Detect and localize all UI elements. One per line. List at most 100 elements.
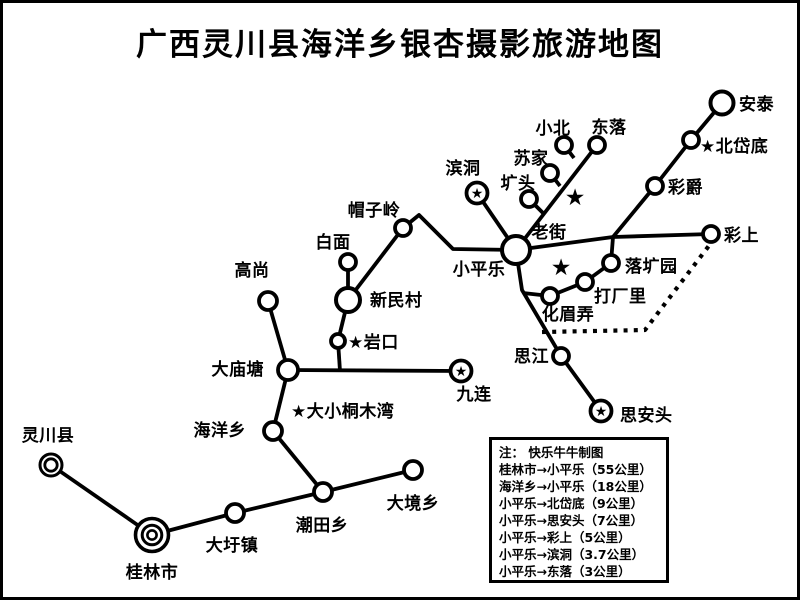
node-xinmincun [334, 286, 362, 314]
road-chaotian-haiyang [271, 429, 325, 494]
village-marker [500, 234, 532, 266]
node-chaotian [312, 481, 334, 503]
node-beidaidi [681, 130, 701, 150]
label-laojie: 老街 [531, 222, 567, 243]
node-dongluo [587, 135, 607, 155]
legend-line: 小平乐→彩上（5公里） [499, 530, 631, 545]
road-daxu-chaotian [234, 490, 324, 515]
label-caishang: 彩上 [723, 226, 759, 246]
road-xiaopingle-dongluo [514, 143, 599, 252]
village-marker [575, 272, 595, 292]
legend-box: 注： 快乐牛牛制图 桂林市→小平乐（55公里） 海洋乡→小平乐（18公里） 小平乐→… [489, 437, 669, 583]
label-maoziling: 帽子岭 [348, 200, 401, 221]
village-marker [551, 346, 571, 366]
label-haiyang: 海洋乡 [194, 420, 247, 441]
road-maoziling-xiaopingle [401, 213, 517, 252]
county-marker-inner [43, 457, 59, 473]
label-bindong: 滨洞 [446, 158, 481, 179]
legend-line: 小平乐→思安头（7公里） [499, 513, 644, 528]
label-baimian: 白面 [316, 232, 351, 253]
label-tongmuwan: ★大小桐木湾 [291, 401, 394, 422]
star-in-circle-icon: ★ [471, 186, 484, 202]
village-marker [334, 286, 362, 314]
page-title: 广西灵川县海洋乡银杏摄影旅游地图 [136, 27, 664, 63]
road-xinmincun-maoziling [346, 226, 405, 302]
node-jiulian: ★ [448, 358, 474, 384]
node-damiaotang [276, 358, 300, 382]
star-in-circle-icon: ★ [455, 364, 468, 380]
village-marker [708, 89, 736, 117]
village-marker [257, 290, 279, 312]
scenic-marker [448, 358, 474, 384]
label-beidaidi: ★北岱底 [700, 136, 768, 157]
village-marker [681, 130, 701, 150]
label-luokuangyuan: 落圹园 [625, 256, 678, 277]
legend-note: 注： 快乐牛牛制图 [499, 445, 604, 460]
ginkgo-star-laojie-icon: ★ [565, 185, 586, 211]
label-dongluo: 东落 [592, 117, 627, 138]
scenic-marker [588, 398, 614, 424]
node-daxu [224, 502, 246, 524]
scenic-marker [464, 180, 490, 206]
label-caijue: 彩爵 [667, 177, 703, 198]
label-sujia: 苏家 [514, 148, 549, 169]
village-marker [338, 252, 358, 272]
label-yankou: ★岩口 [348, 332, 399, 353]
node-antai [708, 89, 736, 117]
legend-line: 桂林市→小平乐（55公里） [499, 462, 652, 477]
road-damiaotang-gaoshang [266, 300, 290, 371]
ginkgo-star-xiaopingle-icon: ★ [551, 255, 572, 281]
node-sijiang [551, 346, 571, 366]
label-huameinong: 化眉弄 [542, 304, 595, 325]
node-huameinong [540, 286, 560, 306]
node-haiyang [262, 420, 284, 442]
node-maoziling [393, 218, 413, 238]
village-marker [587, 135, 607, 155]
node-caijue [645, 176, 665, 196]
label-siantou: 思安头 [620, 405, 673, 426]
node-dajing [402, 459, 424, 481]
label-chaotian: 潮田乡 [296, 515, 349, 536]
village-marker [329, 332, 347, 350]
village-marker [402, 459, 424, 481]
legend-distance-list: 桂林市→小平乐（55公里） 海洋乡→小平乐（18公里） 小平乐→北岱底（9公里） 小平… [499, 461, 666, 580]
label-kuangtou: 圹头 [501, 173, 536, 194]
label-lingchuan: 灵川县 [22, 426, 75, 446]
legend-line: 小平乐→北岱底（9公里） [499, 496, 644, 511]
label-jiulian: 九连 [456, 384, 492, 405]
node-guilin [133, 516, 171, 554]
node-sujia [540, 163, 560, 183]
legend-line: 海洋乡→小平乐（18公里） [499, 479, 652, 494]
village-marker [393, 218, 413, 238]
node-baimian [338, 252, 358, 272]
node-siantou: ★ [588, 398, 614, 424]
label-daxu: 大圩镇 [206, 535, 259, 556]
village-marker [519, 189, 539, 209]
node-xiaopingle [500, 234, 532, 266]
label-antai: 安泰 [739, 94, 774, 115]
village-marker [601, 253, 621, 273]
label-guilin: 桂林市 [125, 562, 179, 583]
label-damiaotang: 大庙塘 [212, 359, 265, 380]
node-kuangtou [519, 189, 539, 209]
road-chaotian-dajing [322, 468, 414, 494]
node-xiaobei [554, 135, 574, 155]
village-marker [262, 420, 284, 442]
node-bindong: ★ [464, 180, 490, 206]
road-damiaotang-jiulian [287, 368, 462, 373]
village-marker [540, 286, 560, 306]
village-marker [701, 224, 721, 244]
node-caishang [701, 224, 721, 244]
node-lingchuan [38, 452, 64, 478]
legend-line: 小平乐→东落（3公里） [499, 564, 631, 579]
village-marker [554, 135, 574, 155]
star-in-circle-icon: ★ [595, 404, 608, 420]
road-trail-caishang [541, 241, 713, 335]
label-dajing: 大境乡 [387, 493, 440, 514]
node-yankou [329, 332, 347, 350]
village-marker [540, 163, 560, 183]
label-dachangli: 打厂里 [594, 286, 647, 307]
road-lingchuan-guilin [49, 463, 154, 537]
